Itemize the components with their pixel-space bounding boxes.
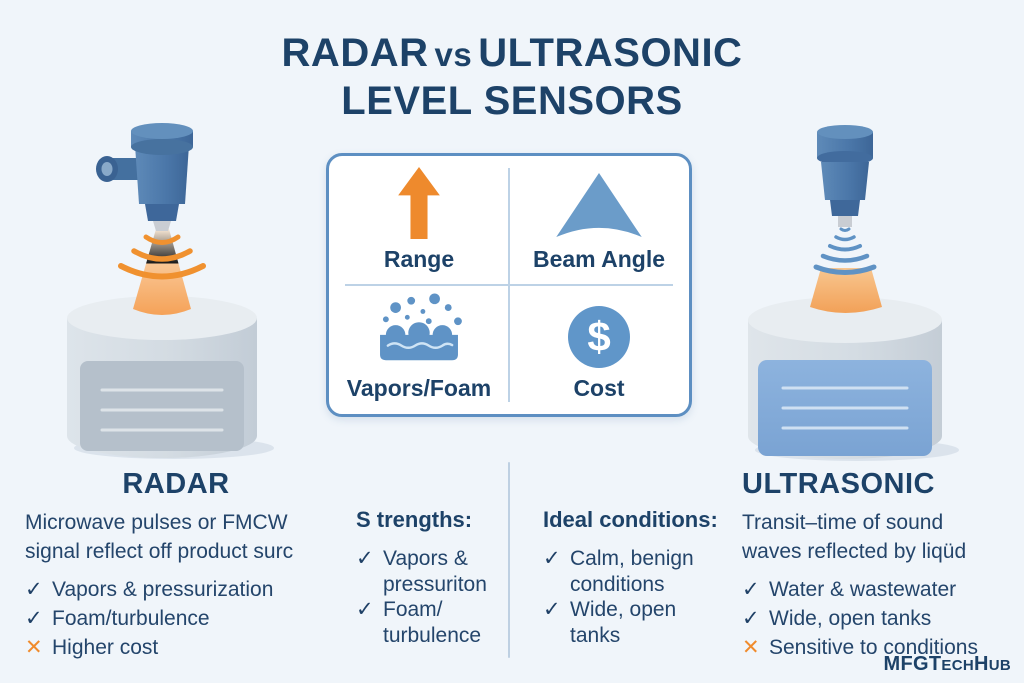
ultrasonic-heading: ULTRASONIC <box>742 468 935 500</box>
radar-info-block: RADAR Microwave pulses or FMCW signal re… <box>25 468 327 662</box>
radar-beam-cone <box>133 229 191 315</box>
check-icon: ✓ <box>25 578 43 601</box>
box-horizontal-divider <box>345 284 673 286</box>
list-item: ✕Higher cost <box>25 633 327 662</box>
radar-tank-lines <box>100 388 224 432</box>
radar-tank-panel <box>80 361 244 451</box>
ultrasonic-bullet-list: ✓Water & wastewater ✓Wide, open tanks ✕S… <box>742 575 1014 662</box>
title-vs-word: vs <box>434 36 473 73</box>
ultrasonic-wave-arcs <box>813 227 877 275</box>
quadrant-range: Range <box>329 156 509 285</box>
check-icon: ✓ <box>356 598 374 621</box>
vapors-foam-icon <box>380 293 462 361</box>
ultrasonic-sensor-device <box>817 125 873 227</box>
ultrasonic-info-block: ULTRASONIC Transit–time of sound waves r… <box>742 468 1014 662</box>
radar-sensor-device <box>96 123 193 231</box>
beam-angle-label: Beam Angle <box>532 246 666 272</box>
list-item: ✓Wide, open tanks <box>742 604 1014 633</box>
mfgtechhub-logo: MFGTECHHUB <box>883 653 1011 675</box>
title-line-2: LEVEL SENSORS <box>341 79 683 123</box>
strengths-block: S trengths: ✓Vapors &pressuriton ✓Foam/t… <box>356 507 508 648</box>
ultrasonic-tank-lines <box>781 386 909 430</box>
list-item: ✓Water & wastewater <box>742 575 1014 604</box>
title-radar-word: RADAR <box>281 31 429 75</box>
check-icon: ✓ <box>543 598 561 621</box>
check-icon: ✓ <box>356 547 374 570</box>
ultrasonic-description: Transit–time of sound waves reflected by… <box>742 511 967 563</box>
range-up-arrow-icon <box>398 167 440 239</box>
check-icon: ✓ <box>742 607 760 630</box>
title-ultrasonic-word: ULTRASONIC <box>478 31 743 75</box>
check-icon: ✓ <box>543 547 561 570</box>
range-label: Range <box>383 246 455 272</box>
radar-description: Microwave pulses or FMCW signal reflect … <box>25 511 294 563</box>
cross-icon: ✕ <box>742 636 760 659</box>
strengths-bullet-list: ✓Vapors &pressuriton ✓Foam/turbulence <box>356 546 508 648</box>
bottom-column-divider <box>508 462 510 658</box>
radar-bullet-list: ✓Vapors & pressurization ✓Foam/turbulenc… <box>25 575 327 662</box>
radar-sensor-illustration <box>67 123 274 459</box>
ideal-conditions-heading: Ideal conditions: <box>543 507 718 532</box>
radar-tank-top <box>67 296 257 340</box>
ultrasonic-sensor-illustration <box>748 125 959 461</box>
ultrasonic-tank-top <box>748 297 942 343</box>
radar-wave-arcs <box>118 234 206 280</box>
ultrasonic-beam-cone <box>810 268 882 313</box>
cross-icon: ✕ <box>25 636 43 659</box>
quadrant-cost: $ Cost <box>509 285 689 414</box>
cost-label: Cost <box>573 375 625 401</box>
comparison-box: Range Beam Angle <box>326 153 692 417</box>
list-item: ✓Foam/turbulence <box>25 604 327 633</box>
list-item: ✓Vapors & pressurization <box>25 575 327 604</box>
list-item: ✓Foam/turbulence <box>356 598 482 647</box>
check-icon: ✓ <box>742 578 760 601</box>
list-item: ✕Sensitive to conditions <box>742 633 1014 662</box>
strengths-heading: S trengths: <box>356 507 473 532</box>
dollar-glyph: $ <box>587 313 611 360</box>
beam-angle-icon <box>556 172 642 238</box>
list-item: ✓Vapors &pressuriton <box>356 547 487 596</box>
vapors-foam-label: Vapors/Foam <box>346 375 492 401</box>
check-icon: ✓ <box>25 607 43 630</box>
cost-dollar-icon: $ <box>568 306 630 368</box>
radar-heading: RADAR <box>122 468 230 500</box>
quadrant-vapors-foam: Vapors/Foam <box>329 285 509 414</box>
quadrant-beam-angle: Beam Angle <box>509 156 689 285</box>
